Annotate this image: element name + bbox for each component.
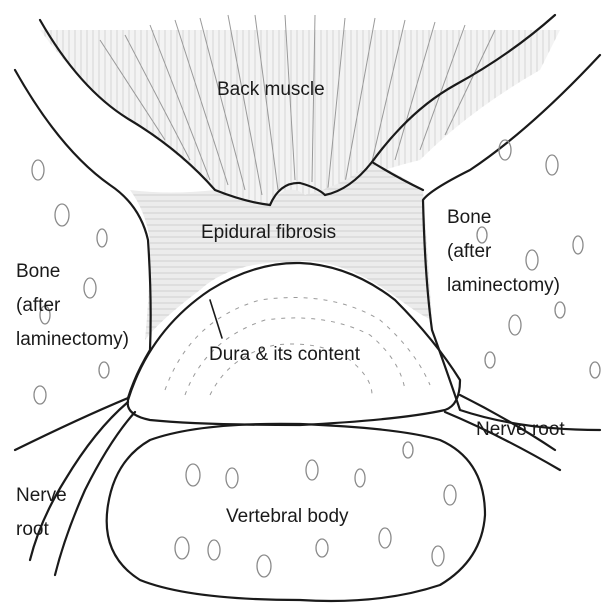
label-bone-left-line2: (after: [16, 289, 129, 323]
label-nerve-root-left: Nerve root: [16, 479, 67, 547]
label-bone-left-line1: Bone: [16, 255, 129, 289]
label-bone-right: Bone (after laminectomy): [447, 201, 560, 303]
label-nerve-root-left-line2: root: [16, 513, 67, 547]
label-bone-right-line3: laminectomy): [447, 269, 560, 303]
label-epidural-fibrosis: Epidural fibrosis: [201, 221, 336, 244]
label-bone-right-line1: Bone: [447, 201, 560, 235]
label-bone-right-line2: (after: [447, 235, 560, 269]
label-bone-left-line3: laminectomy): [16, 323, 129, 357]
label-vertebral-body: Vertebral body: [226, 505, 349, 528]
label-nerve-root-left-line1: Nerve: [16, 479, 67, 513]
label-back-muscle: Back muscle: [217, 78, 325, 101]
label-dura-content: Dura & its content: [209, 343, 360, 366]
label-nerve-root-right: Nerve root: [476, 418, 565, 441]
fibrosis-pointer-line: [210, 300, 222, 338]
back-muscle-region: [40, 15, 560, 205]
label-bone-left: Bone (after laminectomy): [16, 255, 129, 357]
